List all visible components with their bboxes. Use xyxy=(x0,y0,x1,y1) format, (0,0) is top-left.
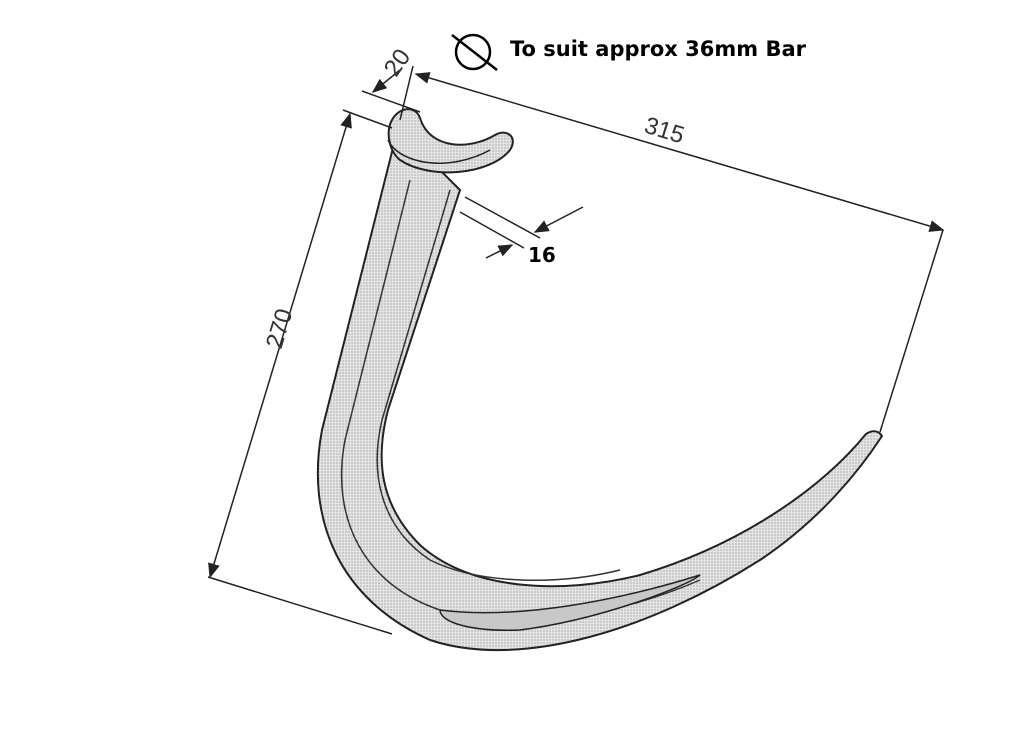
dimension-height: 270 xyxy=(261,306,299,352)
bar-cup xyxy=(387,108,514,174)
dimension-span: 315 xyxy=(641,112,687,150)
bar-size-note: To suit approx 36mm Bar xyxy=(510,37,807,61)
tine-body xyxy=(316,126,884,651)
diameter-icon xyxy=(451,33,498,71)
dimension-thickness: 16 xyxy=(528,243,556,267)
dimension-lines xyxy=(207,65,945,635)
